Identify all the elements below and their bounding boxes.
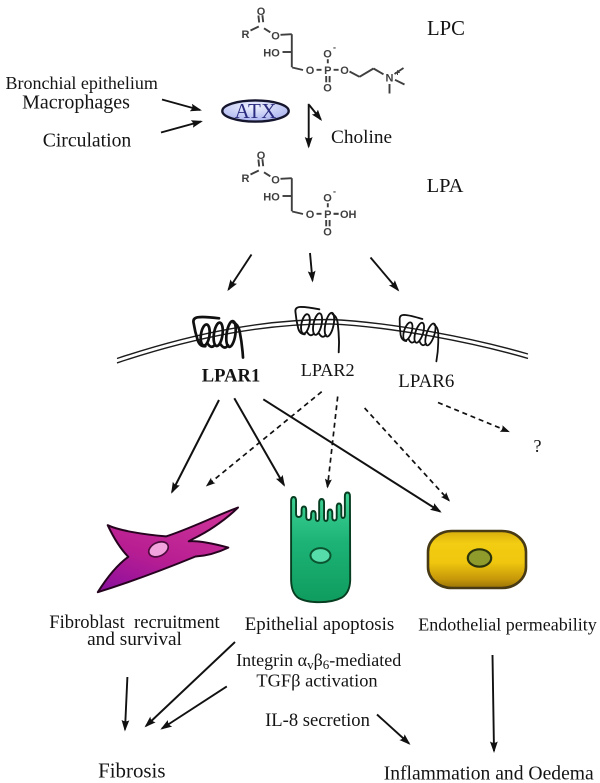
svg-text:Circulation: Circulation xyxy=(43,130,132,152)
svg-text:Inflammation and Oedema: Inflammation and Oedema xyxy=(384,764,594,783)
svg-text:Macrophages: Macrophages xyxy=(22,92,130,114)
svg-text:+: + xyxy=(395,68,400,78)
svg-text:and survival: and survival xyxy=(87,629,182,650)
svg-text:Bronchial epithelium: Bronchial epithelium xyxy=(5,73,157,93)
svg-text:IL-8 secretion: IL-8 secretion xyxy=(265,710,371,731)
svg-text:LPAR6: LPAR6 xyxy=(398,371,454,392)
svg-text:?: ? xyxy=(534,436,542,456)
svg-text:N: N xyxy=(386,73,394,85)
svg-text:Integrin αvβ6-mediated: Integrin αvβ6-mediated xyxy=(236,650,401,672)
svg-text:TGFβ activation: TGFβ activation xyxy=(256,671,377,691)
svg-text:Fibroblast recruitment: Fibroblast recruitment xyxy=(49,612,220,633)
svg-text:LPAR2: LPAR2 xyxy=(301,360,355,380)
svg-text:LPA: LPA xyxy=(427,175,464,197)
svg-text:Epithelial apoptosis: Epithelial apoptosis xyxy=(245,614,395,635)
svg-text:Fibrosis: Fibrosis xyxy=(98,759,165,783)
svg-text:LPAR1: LPAR1 xyxy=(202,366,261,387)
svg-text:O: O xyxy=(340,65,349,77)
svg-text:OH: OH xyxy=(340,209,357,221)
svg-text:ATX: ATX xyxy=(235,99,277,123)
svg-text:LPC: LPC xyxy=(427,18,465,40)
svg-text:Choline: Choline xyxy=(331,127,392,148)
svg-text:Endothelial permeability: Endothelial permeability xyxy=(418,615,596,635)
